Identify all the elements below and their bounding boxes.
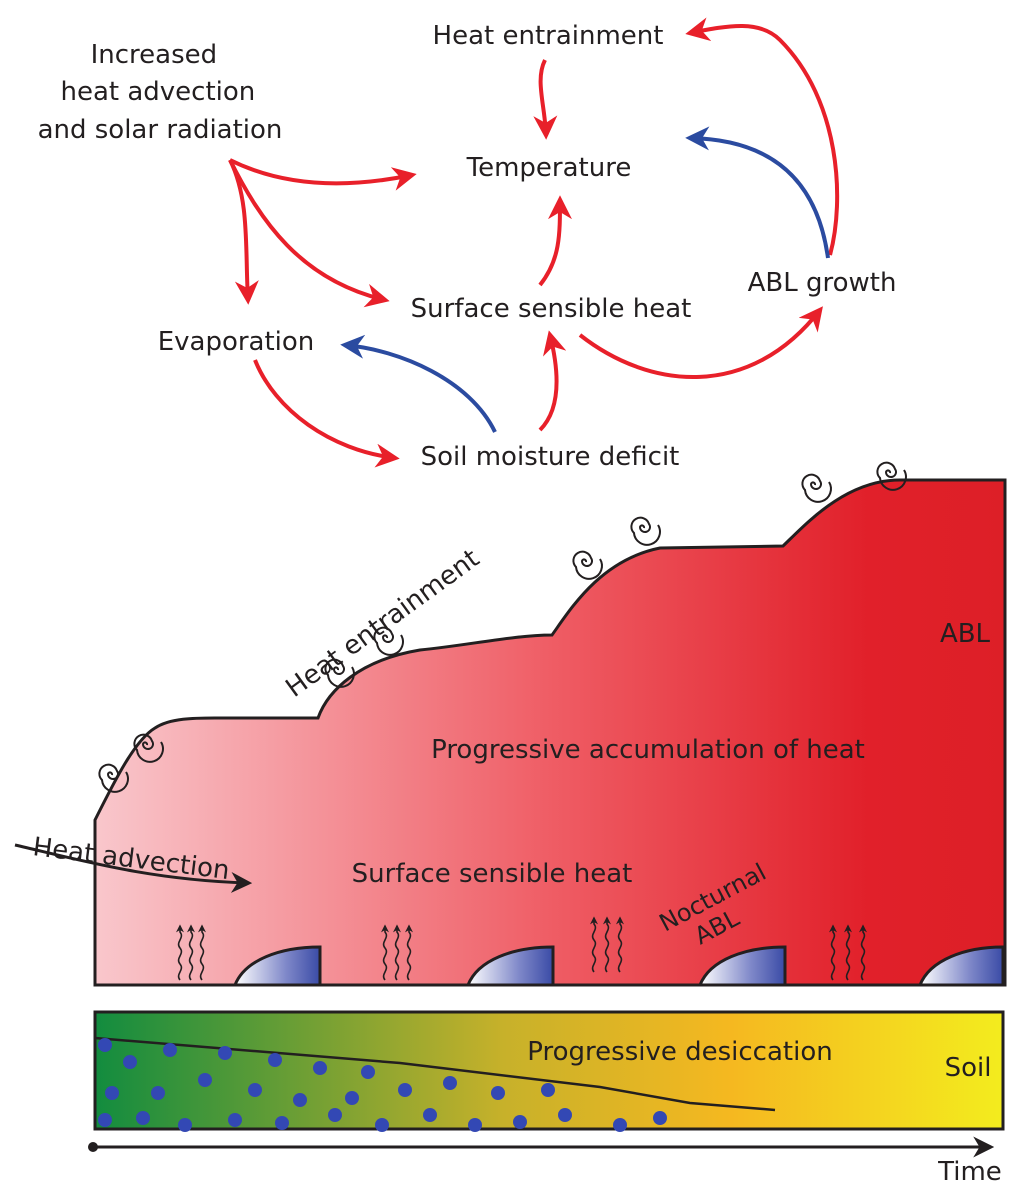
- arrow-deficit-to-sensible: [538, 330, 567, 432]
- arrow-deficit-to-evaporation: [340, 334, 497, 433]
- moisture-dot: [198, 1073, 212, 1087]
- moisture-dots: [98, 1038, 667, 1132]
- moisture-dot: [151, 1086, 165, 1100]
- arrow-abl-to-temperature: [685, 126, 830, 259]
- moisture-dot: [275, 1116, 289, 1130]
- moisture-dot: [541, 1083, 555, 1097]
- moisture-dot: [313, 1061, 327, 1075]
- moisture-dot: [613, 1118, 627, 1132]
- moisture-boundary-line: [94, 1036, 776, 1112]
- nocturnal-abl-domes: [232, 945, 1005, 987]
- drivers-label: Increased heat advection and solar radia…: [38, 40, 283, 145]
- time-axis: Time: [88, 1136, 1002, 1185]
- surface-sensible-heat-label: Surface sensible heat: [352, 859, 633, 889]
- negative-arrows: [340, 126, 830, 433]
- abl-body: [93, 478, 1007, 987]
- entrainment-eddy: [801, 473, 832, 503]
- moisture-dot: [248, 1083, 262, 1097]
- entrainment-eddy: [572, 550, 603, 580]
- moisture-dot: [163, 1043, 177, 1057]
- abl-label: ABL: [940, 619, 991, 649]
- moisture-dot: [375, 1118, 389, 1132]
- soil-bar: Progressive desiccation Soil: [93, 1010, 1005, 1132]
- arrow-drivers-to-sensible-heat: [228, 159, 390, 308]
- arrow-entrainment-to-temperature: [533, 59, 558, 140]
- arrow-drivers-to-temperature: [229, 158, 417, 191]
- accumulation-label: Progressive accumulation of heat: [431, 735, 865, 765]
- moisture-dot: [443, 1076, 457, 1090]
- feedback-loop-diagram: Increased heat advection and solar radia…: [38, 17, 897, 472]
- moisture-dot: [491, 1086, 505, 1100]
- moisture-dot: [136, 1111, 150, 1125]
- desiccation-label: Progressive desiccation: [527, 1037, 832, 1067]
- arrow-evaporation-to-deficit: [253, 359, 400, 468]
- time-label: Time: [937, 1157, 1002, 1185]
- moisture-dot: [513, 1115, 527, 1129]
- evaporation-node: Evaporation: [158, 327, 315, 357]
- surface-sensible-heat-node: Surface sensible heat: [411, 294, 692, 324]
- soil-label: Soil: [945, 1053, 992, 1083]
- heat-entrainment-node: Heat entrainment: [433, 21, 664, 51]
- temperature-node: Temperature: [466, 153, 632, 183]
- moisture-dot: [558, 1108, 572, 1122]
- moisture-dot: [228, 1113, 242, 1127]
- abl-schematic: Heat entrainment ABL Progressive accumul…: [14, 461, 1007, 987]
- nocturnal-dome: [232, 945, 322, 987]
- moisture-dot: [218, 1046, 232, 1060]
- entrainment-eddy: [630, 516, 661, 546]
- nocturnal-dome: [917, 945, 1005, 987]
- moisture-dot: [468, 1118, 482, 1132]
- moisture-dot: [98, 1038, 112, 1052]
- moisture-dot: [653, 1111, 667, 1125]
- abl-growth-node: ABL growth: [748, 268, 897, 298]
- moisture-dot: [328, 1108, 342, 1122]
- soil-moisture-deficit-node: Soil moisture deficit: [421, 442, 680, 472]
- soil-layer: [93, 1010, 1005, 1131]
- moisture-dot: [345, 1091, 359, 1105]
- moisture-dot: [398, 1083, 412, 1097]
- arrow-sensible-to-abl: [578, 306, 823, 379]
- moisture-dot: [423, 1108, 437, 1122]
- nocturnal-dome: [465, 945, 555, 987]
- moisture-dot: [105, 1086, 119, 1100]
- moisture-dot: [178, 1118, 192, 1132]
- moisture-dot: [361, 1065, 375, 1079]
- moisture-dot: [293, 1093, 307, 1107]
- moisture-dot: [268, 1053, 282, 1067]
- nocturnal-dome: [697, 945, 787, 987]
- moisture-dot: [98, 1113, 112, 1127]
- positive-arrows: [228, 17, 840, 468]
- arrow-sensible-to-temperature: [538, 195, 572, 287]
- moisture-dot: [123, 1055, 137, 1069]
- heat-advection-arrow: [14, 843, 253, 893]
- arrow-abl-to-entrainment: [685, 17, 840, 256]
